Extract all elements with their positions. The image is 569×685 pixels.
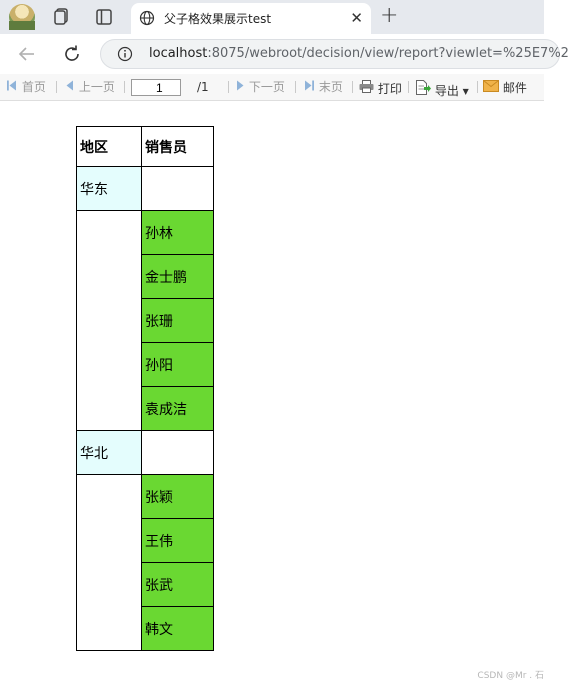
prev-page-icon: [66, 80, 73, 91]
report-toolbar: 首页 上一页 /1 下一页 末页 打印 导出 ▼: [0, 74, 544, 101]
salesperson-cell: 孙阳: [141, 342, 214, 387]
table-row: 张武: [77, 562, 214, 607]
salesperson-cell: 王伟: [141, 518, 214, 563]
table-row: 袁成洁: [77, 386, 214, 431]
next-page-button[interactable]: 下一页: [235, 80, 285, 94]
export-label: 导出: [434, 84, 459, 98]
group-row: 华东: [76, 166, 214, 211]
table-row: 金士鹏: [77, 254, 214, 299]
url-host: localhost: [149, 46, 208, 61]
browser-nav-bar: localhost:8075/webroot/decision/view/rep…: [0, 34, 569, 74]
page-total: /1: [197, 80, 209, 94]
reload-icon[interactable]: [61, 43, 83, 65]
salesperson-cell: 韩文: [141, 606, 214, 651]
last-page-button[interactable]: 末页: [303, 80, 343, 94]
table-row: 王伟: [77, 518, 214, 563]
close-tab-icon[interactable]: ✕: [350, 9, 363, 27]
region-cell: 华北: [76, 430, 142, 475]
chevron-down-icon: ▼: [462, 87, 469, 96]
email-button[interactable]: 邮件: [483, 80, 527, 95]
salesperson-cell: 孙林: [141, 210, 214, 255]
empty-region-cell: [76, 210, 142, 431]
salesperson-cell: 金士鹏: [141, 254, 214, 299]
tab-actions-icon[interactable]: [92, 5, 116, 29]
browser-tab-strip: 父子格效果展示test ✕ +: [0, 0, 544, 34]
email-label: 邮件: [502, 81, 527, 95]
salesperson-cell: 张珊: [141, 298, 214, 343]
next-page-icon: [237, 80, 244, 91]
toolbar-divider: [56, 81, 57, 93]
tab-title: 父子格效果展示test: [164, 12, 272, 26]
site-info-icon[interactable]: [117, 46, 133, 62]
watermark: CSDN @Mr . 石: [477, 671, 544, 681]
group-row: 华北: [76, 430, 214, 475]
print-label: 打印: [377, 82, 402, 96]
last-page-label: 末页: [318, 80, 343, 94]
first-page-label: 首页: [21, 80, 46, 94]
salesperson-cell: 张颖: [141, 474, 214, 519]
toolbar-divider: [228, 81, 229, 93]
last-page-icon: [305, 80, 314, 91]
header-region: 地区: [76, 126, 142, 167]
workspaces-icon[interactable]: [50, 5, 74, 29]
table-header-row: 地区 销售员: [76, 126, 214, 167]
toolbar-divider: [352, 81, 353, 93]
first-page-button[interactable]: 首页: [6, 80, 46, 94]
export-icon: [416, 80, 431, 95]
toolbar-divider: [295, 81, 296, 93]
toolbar-divider: [408, 81, 409, 93]
salesperson-cell: 张武: [141, 562, 214, 607]
prev-page-button[interactable]: 上一页: [65, 80, 115, 94]
header-salesperson: 销售员: [141, 126, 214, 167]
first-page-icon: [7, 80, 16, 91]
url-text: localhost:8075/webroot/decision/view/rep…: [149, 46, 569, 61]
export-button[interactable]: 导出 ▼: [415, 80, 469, 100]
url-path: :8075/webroot/decision/view/report?viewl…: [207, 46, 569, 61]
table-row: 张珊: [77, 298, 214, 343]
new-tab-button[interactable]: +: [380, 3, 399, 28]
toolbar-divider: [477, 81, 478, 93]
globe-icon: [139, 10, 155, 26]
back-arrow-icon[interactable]: [16, 43, 38, 65]
toolbar-divider: [124, 81, 125, 93]
browser-tab-active[interactable]: 父子格效果展示test ✕: [131, 3, 371, 34]
printer-icon: [359, 80, 374, 93]
profile-avatar[interactable]: [9, 4, 35, 30]
address-bar[interactable]: localhost:8075/webroot/decision/view/rep…: [100, 39, 569, 69]
table-row: 孙阳: [77, 342, 214, 387]
empty-cell: [141, 166, 214, 211]
prev-page-label: 上一页: [78, 80, 115, 94]
region-cell: 华东: [76, 166, 142, 211]
empty-cell: [141, 430, 214, 475]
table-row: 孙林: [76, 210, 214, 431]
empty-region-cell: [76, 474, 142, 651]
report-table: 地区 销售员 华东 孙林 金士鹏 张珊 孙阳 袁成洁 华北 张颖: [76, 126, 214, 651]
table-row: 张颖: [76, 474, 214, 651]
print-button[interactable]: 打印: [359, 80, 402, 96]
page-number-input[interactable]: [131, 79, 181, 96]
mail-icon: [483, 80, 499, 92]
salesperson-cell: 袁成洁: [141, 386, 214, 431]
next-page-label: 下一页: [248, 80, 285, 94]
table-row: 韩文: [77, 606, 214, 651]
